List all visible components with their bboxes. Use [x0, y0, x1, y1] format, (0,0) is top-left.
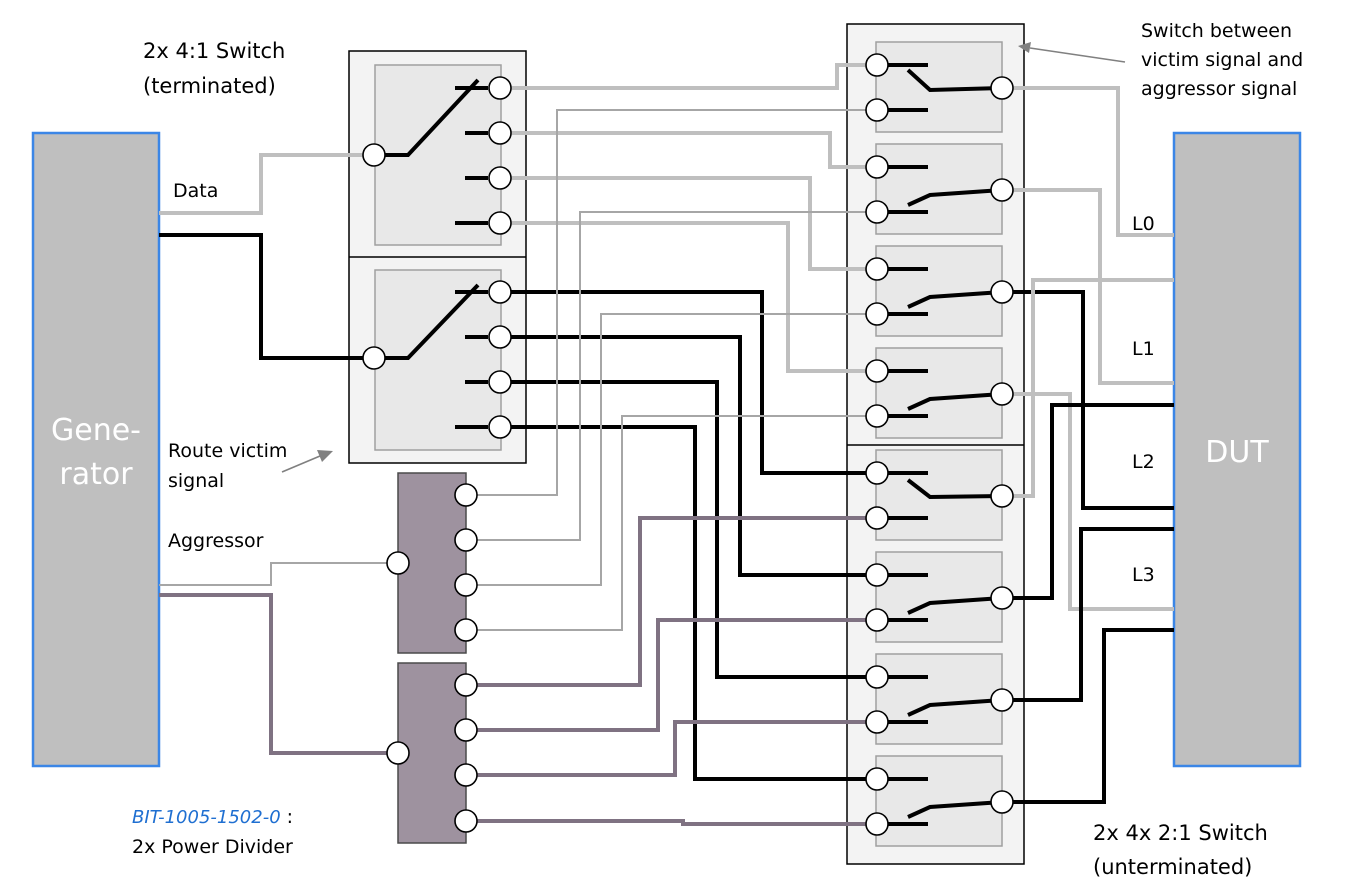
switch2-title-line1: 2x 4x 2:1 Switch [1093, 821, 1268, 845]
switch-2to1-housing [846, 23, 1025, 865]
aggressor-route-c [466, 720, 876, 777]
data-route-a [500, 63, 876, 90]
victim-input-wire [159, 233, 374, 360]
data-route-d [500, 221, 876, 373]
route-victim-line1: Route victim [168, 440, 287, 462]
port-circles [362, 53, 1014, 836]
part-number-suffix: : [281, 806, 293, 828]
lane-l3-label: L3 [1132, 564, 1155, 586]
dut-route-4 [1002, 392, 1174, 611]
lane-l0-label: L0 [1132, 213, 1155, 235]
dut-label: DUT [1205, 435, 1269, 470]
thin-route-a [466, 109, 876, 496]
generator-block [31, 131, 161, 768]
lane-l1-label: L1 [1132, 338, 1155, 360]
part-number-line: BIT-1005-1502-0 : [132, 806, 293, 828]
aggressor-route-b [466, 618, 876, 732]
switch-between-arrow [1029, 47, 1126, 63]
dut-route-1 [1002, 86, 1174, 237]
aggressor-route-a [466, 516, 876, 687]
victim-route-b [500, 335, 876, 577]
dut-route-7 [1002, 527, 1174, 702]
dut-route-2 [1002, 188, 1174, 385]
thin-route-d [466, 415, 876, 631]
switch-4to1-housing [348, 50, 527, 464]
route-victim-line2: signal [168, 470, 224, 492]
switch2-title-line2: (unterminated) [1093, 855, 1252, 879]
dut-block [1172, 131, 1302, 768]
dut-route-6 [1002, 403, 1174, 600]
dut-route-5 [1002, 278, 1174, 498]
switch-between-line2: victim signal and [1141, 49, 1303, 71]
thin-route-c [466, 313, 876, 586]
dut-route-3 [1002, 290, 1174, 510]
switch-between-arrowhead [1018, 42, 1031, 53]
generator-label-line2: rator [59, 457, 133, 492]
victim-route-d [500, 425, 876, 781]
switch-between-line1: Switch between [1141, 20, 1292, 42]
part-number: BIT-1005-1502-0 [132, 807, 281, 828]
lane-l2-label: L2 [1132, 451, 1155, 473]
data-wire [159, 153, 374, 215]
victim-route-c [500, 380, 876, 679]
switch-between-line3: aggressor signal [1141, 78, 1297, 100]
switch4-title-line2: (terminated) [143, 74, 276, 98]
aggressor-label: Aggressor [168, 530, 264, 552]
dut-route-8 [1002, 628, 1174, 804]
data-label: Data [173, 180, 218, 202]
aggressor-route-d [466, 819, 876, 826]
victim-route-a [500, 290, 876, 475]
power-divider-label: 2x Power Divider [132, 836, 293, 858]
switch4-title-line1: 2x 4:1 Switch [143, 39, 285, 63]
aggressor-wire [159, 593, 398, 755]
data-route-c [500, 176, 876, 271]
route-victim-arrow [281, 455, 321, 473]
route-victim-arrowhead [317, 450, 333, 462]
data-route-b [500, 131, 876, 169]
thin-route-b [466, 211, 876, 541]
aggressor-thin-wire [159, 562, 398, 586]
generator-label-line1: Gene- [51, 413, 141, 448]
